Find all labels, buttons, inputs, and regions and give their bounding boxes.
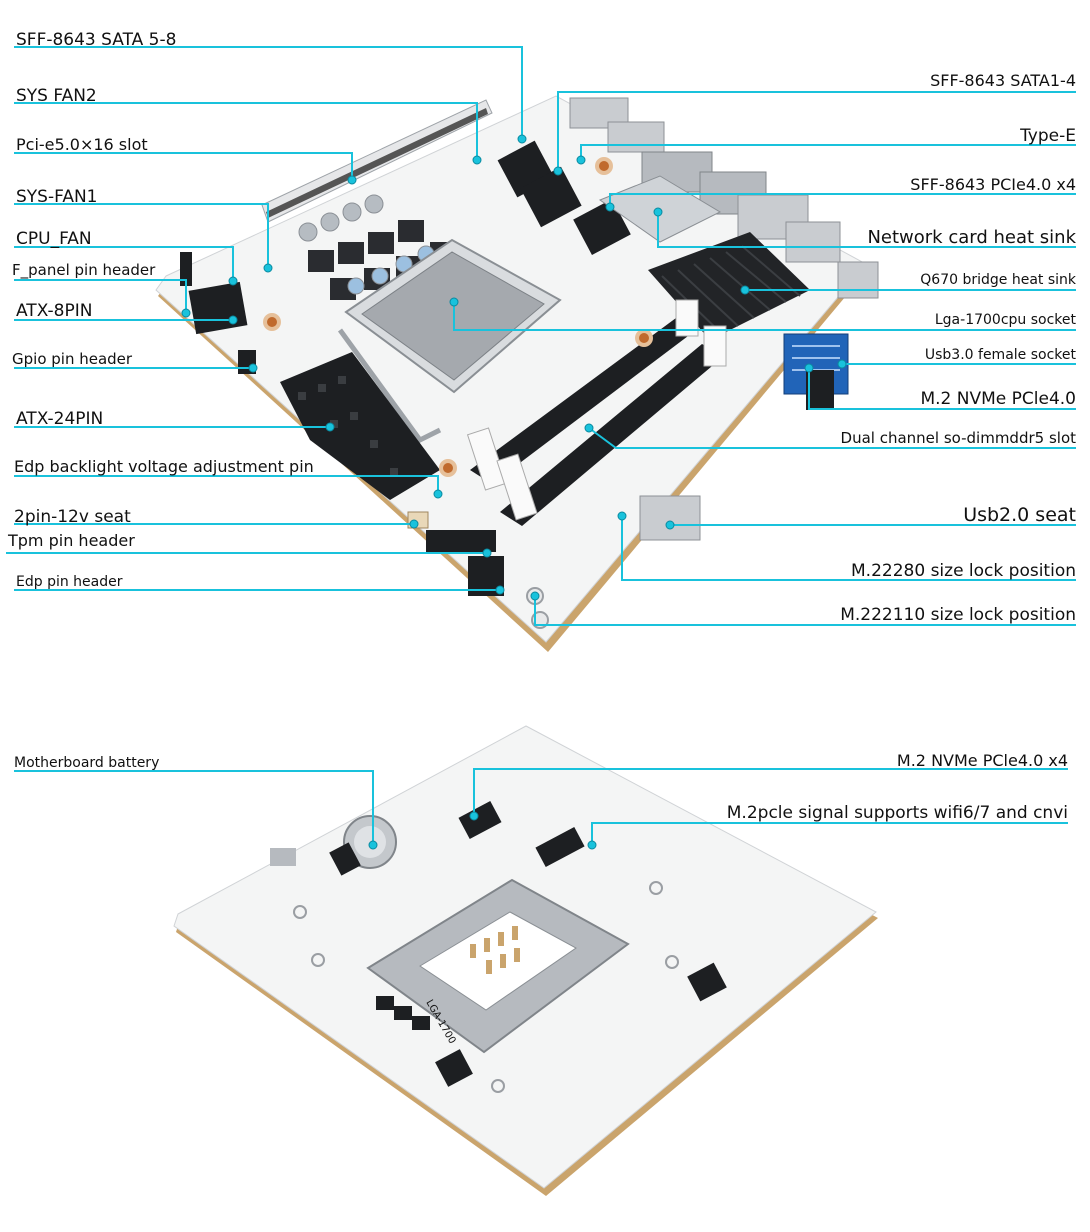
label-net-heatsink: Network card heat sink (867, 227, 1076, 248)
leader-sysfan2 (14, 102, 478, 160)
bottom-board-illustration: LGA-1700 (173, 725, 878, 1196)
label-dimm: Dual channel so-dimmddr5 slot (841, 429, 1077, 447)
leader-m2-nvme (808, 368, 1076, 410)
leader-dimm (588, 427, 1076, 449)
label-usb2: Usb2.0 seat (963, 504, 1076, 526)
leader-type-e (580, 144, 1076, 160)
label-sata14: SFF-8643 SATA1-4 (930, 71, 1076, 90)
label-pcie-x4: SFF-8643 PCIe4.0 x4 (910, 175, 1076, 194)
label-m2-nvme: M.2 NVMe PCle4.0 (920, 389, 1076, 409)
label-atx24: ATX-24PIN (16, 409, 103, 429)
label-edp: Edp pin header (16, 574, 123, 590)
label-2pin12v: 2pin-12v seat (14, 507, 131, 527)
labels: SFF-8643 SATA 5-8 SYS FAN2 Pci-e5.0×16 s… (7, 30, 1077, 823)
leader-net-heatsink (657, 212, 1076, 248)
label-wifi-m2: M.2pcle signal supports wifi6/7 and cnvi (727, 803, 1068, 823)
leader-edp-backlight (14, 475, 439, 494)
label-battery: Motherboard battery (14, 755, 159, 771)
leader-m2-22110 (534, 596, 1076, 626)
label-bottom-m2-nvme: M.2 NVMe PCle4.0 x4 (897, 751, 1068, 770)
top-board-illustration (155, 95, 879, 652)
leader-lga1700 (453, 302, 1076, 331)
label-fpanel: F_panel pin header (12, 261, 156, 280)
leader-sata14 (557, 91, 1076, 171)
leader-m2-2280 (621, 516, 1076, 581)
label-q670: Q670 bridge heat sink (920, 272, 1077, 288)
leader-endpoints (181, 134, 847, 850)
leader-sysfan1 (14, 203, 269, 268)
label-m2-22110: M.222110 size lock position (840, 605, 1076, 625)
leader-cpu-fan (14, 246, 234, 281)
label-sysfan2: SYS FAN2 (16, 86, 97, 106)
label-m2-2280: M.22280 size lock position (851, 561, 1076, 581)
label-sysfan1: SYS-FAN1 (16, 187, 97, 207)
label-tpm: Tpm pin header (7, 531, 135, 550)
leader-wifi-m2 (591, 822, 1068, 845)
label-pcie-slot: Pci-e5.0×16 slot (16, 135, 148, 154)
label-gpio: Gpio pin header (12, 350, 133, 368)
leader-fpanel (14, 279, 187, 313)
label-type-e: Type-E (1019, 126, 1076, 146)
label-atx8: ATX-8PIN (16, 301, 92, 321)
label-edp-backlight: Edp backlight voltage adjustment pin (14, 457, 314, 476)
leader-battery (14, 770, 374, 845)
leader-lines (6, 46, 1076, 850)
label-usb3: Usb3.0 female socket (925, 347, 1077, 363)
label-cpu-fan: CPU_FAN (16, 229, 92, 249)
leader-bottom-m2-nvme (473, 768, 1068, 816)
label-sata58: SFF-8643 SATA 5-8 (16, 30, 176, 50)
leader-sata58 (14, 46, 523, 139)
label-lga1700: Lga-1700cpu socket (935, 312, 1077, 328)
leader-pcie-slot (14, 152, 353, 180)
